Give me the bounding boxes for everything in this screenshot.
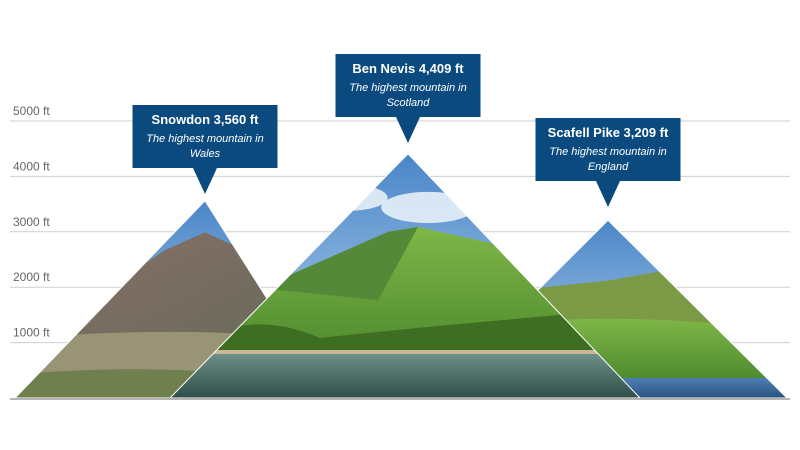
callout-ben-nevis: Ben Nevis 4,409 ft The highest mountain i… [335,54,481,143]
callout-title: Ben Nevis 4,409 ft [352,61,464,76]
callout-subtitle: The highest mountain in [146,133,263,145]
y-tick-label: 5000 ft [13,104,50,118]
y-tick-label: 3000 ft [13,215,50,229]
callout-snowdon: Snowdon 3,560 ft The highest mountain in W… [132,105,278,194]
callout-subtitle: The highest mountain in [349,82,466,94]
callout-subtitle: Scotland [387,97,431,109]
callout-scafell-pike: Scafell Pike 3,209 ft The highest mountai… [535,118,681,207]
mountain-callouts: Snowdon 3,560 ft The highest mountain in W… [132,54,681,207]
callout-title: Snowdon 3,560 ft [152,112,260,127]
callout-subtitle: The highest mountain in [549,146,666,158]
callout-subtitle: Wales [190,148,221,160]
y-tick-label: 1000 ft [13,326,50,340]
callout-box [335,54,481,143]
callout-box [132,105,278,194]
callout-box [535,118,681,207]
callout-title: Scafell Pike 3,209 ft [548,125,669,140]
mountain-bar-ben-nevis [168,153,642,399]
y-tick-label: 2000 ft [13,270,50,284]
callout-subtitle: England [588,161,629,173]
y-axis-ticks: 1000 ft 2000 ft 3000 ft 4000 ft 5000 ft [13,104,50,340]
mountain-bars [13,153,789,399]
y-tick-label: 4000 ft [13,159,50,173]
